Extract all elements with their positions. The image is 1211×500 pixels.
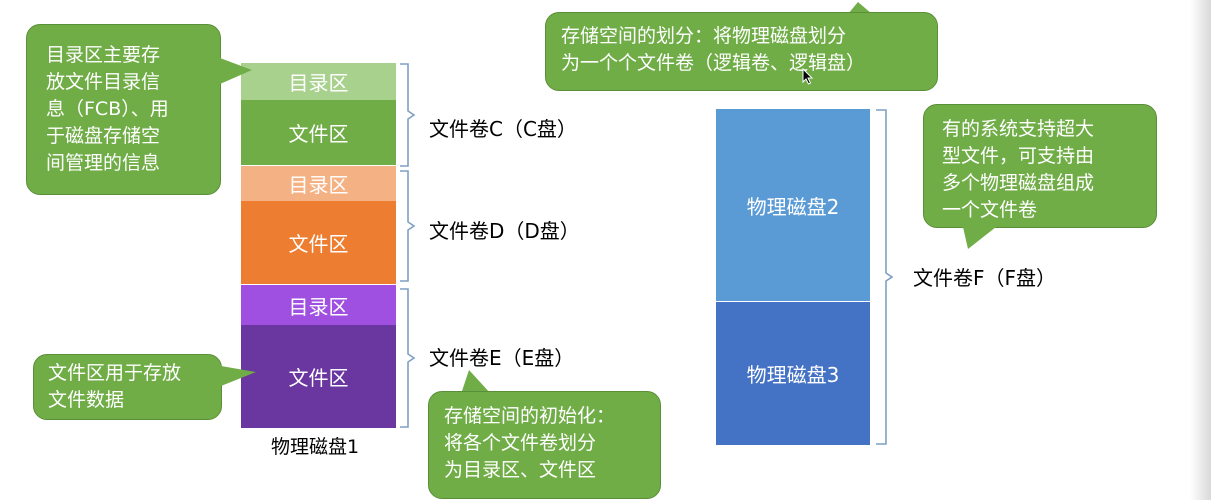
callout-storage-init: 存储空间的初始化： 将各个文件卷划分 为目录区、文件区 (428, 391, 661, 499)
volume-d-label: 文件卷D（D盘） (429, 219, 580, 243)
callout-partition-tail (848, 2, 872, 14)
volume-f-label: 文件卷F（F盘） (913, 266, 1057, 290)
callout-large-file-tail (963, 227, 996, 249)
physical-disk-3: 物理磁盘3 (716, 302, 870, 445)
mouse-cursor-icon (802, 68, 814, 85)
callout-large-file: 有的系统支持超大 型文件，可支持由 多个物理磁盘组成 一个文件卷 (923, 104, 1157, 228)
disk1-dir-area-d: 目录区 (241, 166, 396, 201)
brace-volume-e (400, 288, 416, 428)
disk1-file-area-e: 文件区 (241, 325, 396, 428)
callout-directory-area: 目录区主要存 放文件目录信 息（FCB）、用 于磁盘存储空 间管理的信息 (26, 24, 221, 195)
file-area-e-label: 文件区 (288, 366, 349, 390)
disk1-file-area-d: 文件区 (241, 201, 396, 284)
physical-disk-2: 物理磁盘2 (716, 109, 870, 301)
disk1-file-area-c: 文件区 (241, 100, 396, 165)
volume-c-label: 文件卷C（C盘） (429, 117, 577, 141)
callout-storage-partition: 存储空间的划分：将物理磁盘划分 为一个个文件卷（逻辑卷、逻辑盘） (545, 12, 938, 91)
brace-volume-d (400, 170, 416, 282)
callout-file-area-tail (221, 366, 256, 386)
callout-file-area: 文件区用于存放 文件数据 (33, 354, 222, 420)
brace-volume-f (876, 109, 894, 445)
brace-volume-c (400, 63, 416, 167)
disk3-label: 物理磁盘3 (746, 363, 840, 387)
file-area-c-label: 文件区 (288, 122, 349, 146)
disk2-label: 物理磁盘2 (746, 194, 840, 219)
window-edge-shadow (1190, 0, 1211, 500)
disk1-dir-area-e: 目录区 (241, 285, 396, 325)
callout-directory-tail (220, 58, 252, 84)
file-area-d-label: 文件区 (288, 232, 349, 256)
disk1-dir-area-c: 目录区 (241, 63, 396, 100)
volume-e-label: 文件卷E（E盘） (429, 346, 575, 370)
dir-area-e-label: 目录区 (288, 294, 349, 319)
callout-init-tail (461, 370, 491, 394)
disk1-label: 物理磁盘1 (271, 436, 360, 458)
dir-area-c-label: 目录区 (288, 71, 349, 95)
dir-area-d-label: 目录区 (288, 173, 349, 197)
